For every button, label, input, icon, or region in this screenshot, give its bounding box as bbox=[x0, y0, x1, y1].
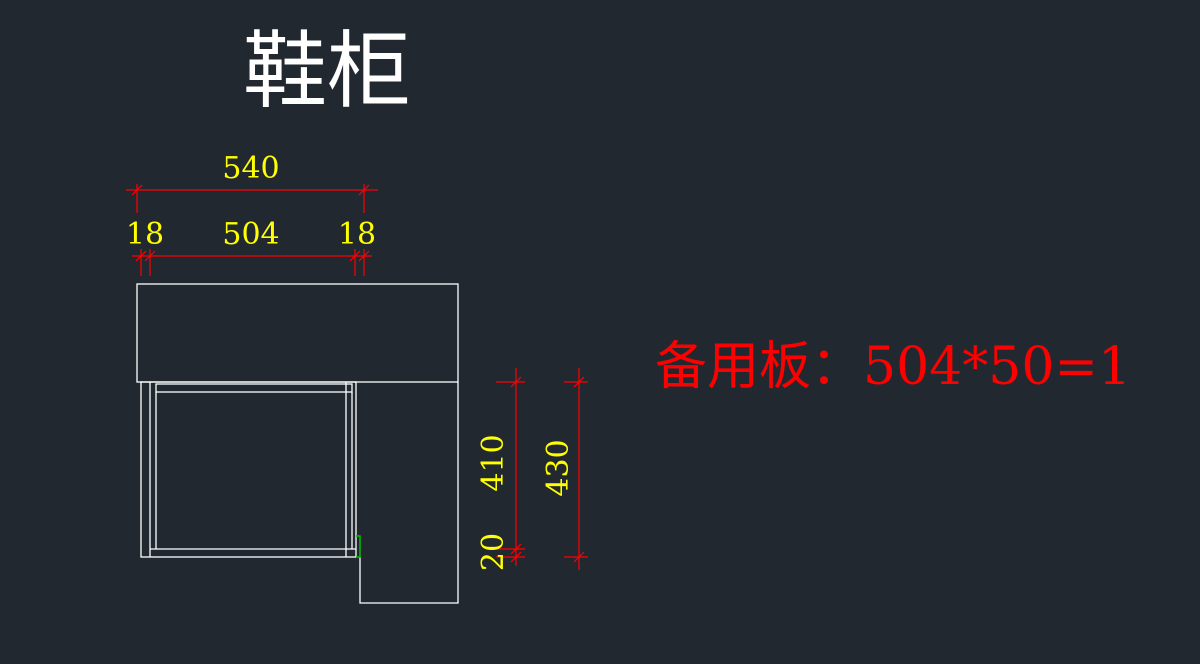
top-board bbox=[136, 283, 459, 383]
lower-frame-outer bbox=[140, 381, 357, 558]
dim-overall-height-text: 430 bbox=[541, 439, 576, 496]
spare-board-note: 备用板：504*50=1 bbox=[655, 337, 1131, 397]
cabinet-outline bbox=[136, 283, 459, 604]
dim-inner-width-text: 504 bbox=[222, 217, 279, 252]
green-marker bbox=[356, 535, 361, 558]
dim-overall-height bbox=[564, 368, 588, 570]
dim-width-chain bbox=[132, 249, 372, 276]
dim-bottom-gap-text: 20 bbox=[476, 533, 511, 571]
dim-height-chain bbox=[496, 368, 525, 566]
dim-right-panel-text: 18 bbox=[338, 217, 376, 252]
shelf-rail bbox=[155, 383, 353, 393]
dim-left-panel-text: 18 bbox=[126, 217, 164, 252]
drawing-title: 鞋柜 bbox=[243, 22, 411, 120]
dim-overall-width bbox=[126, 184, 378, 213]
dim-inner-height-text: 410 bbox=[476, 434, 511, 491]
dim-overall-width-text: 540 bbox=[222, 151, 279, 186]
side-board bbox=[359, 382, 459, 604]
